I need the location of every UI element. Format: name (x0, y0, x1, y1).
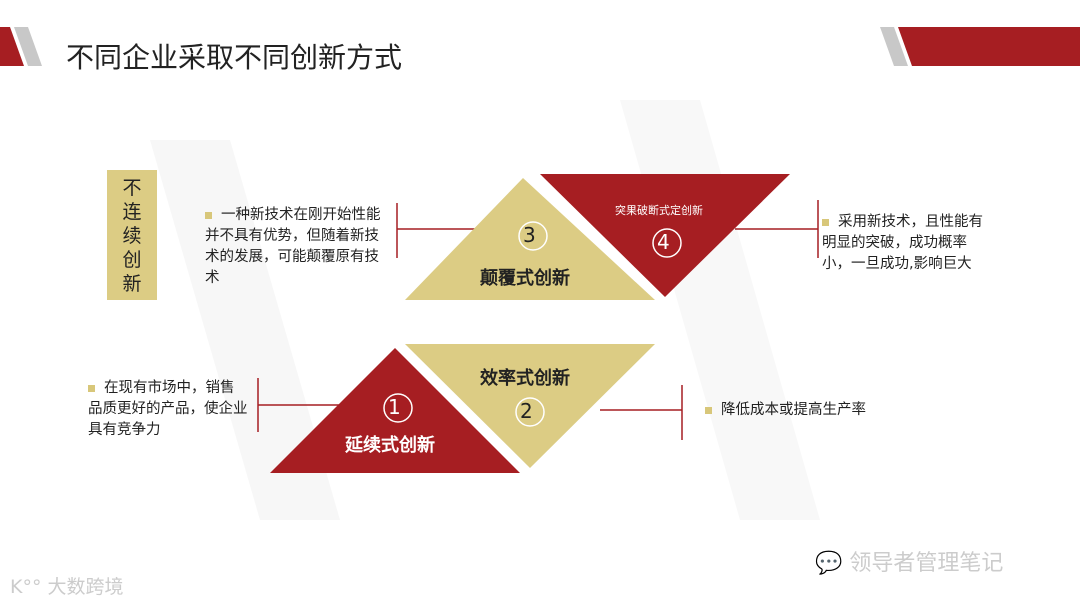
disruptive-label: 颠覆式创新 (480, 268, 570, 289)
breakthrough-number: 4 (657, 230, 670, 254)
logo-icon: K°° (10, 576, 48, 598)
triangle-disruptive (405, 178, 655, 300)
breakthrough-label: 突果破断式定创新 (615, 204, 703, 217)
header-stripe-grey-right (880, 27, 908, 66)
breakthrough-description: 采用新技术，且性能有明显的突破，成功概率小，一旦成功,影响巨大 (822, 214, 983, 272)
efficiency-label: 效率式创新 (480, 368, 570, 389)
discontinuous-innovation-label: 不连续创新 (107, 170, 157, 300)
efficiency-description: 降低成本或提高生产率 (705, 400, 905, 421)
header-stripe-grey-left (14, 27, 42, 66)
triangle-efficiency (405, 344, 655, 468)
triangle-breakthrough (540, 174, 790, 297)
efficiency-number: 2 (520, 399, 533, 423)
disruptive-description: 一种新技术在刚开始性能并不具有优势，但随着新技术的发展，可能颠覆原有技术 (205, 207, 381, 286)
header-stripe-red-left (0, 27, 24, 66)
watermark-left: K°° 大数跨境 (10, 576, 124, 598)
header-stripe-red-right (898, 27, 1080, 66)
disruptive-number: 3 (523, 223, 536, 247)
sustaining-description: 在现有市场中，销售品质更好的产品，使企业具有竞争力 (88, 380, 248, 438)
triangle-sustaining (270, 348, 520, 473)
watermark-right: 💬 领导者管理笔记 (815, 551, 1004, 576)
sustaining-label: 延续式创新 (345, 435, 435, 456)
sustaining-number: 1 (388, 395, 401, 419)
wechat-icon: 💬 (815, 551, 850, 576)
page-title: 不同企业采取不同创新方式 (66, 41, 403, 74)
